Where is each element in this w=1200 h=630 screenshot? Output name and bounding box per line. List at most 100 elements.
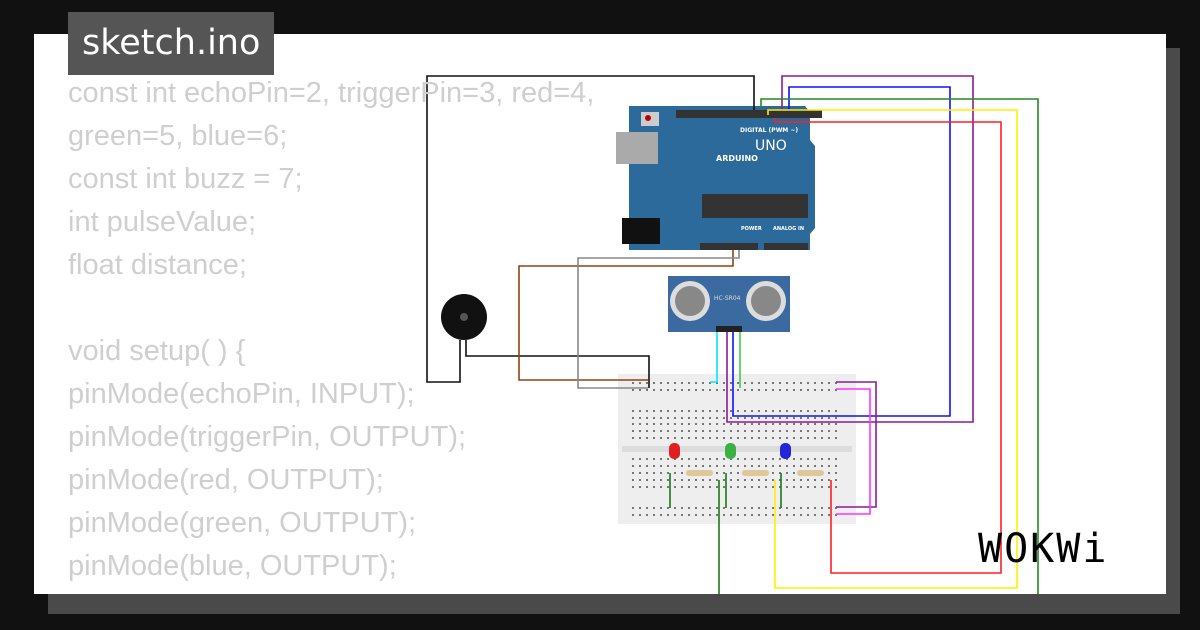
breadboard-hole [828, 423, 830, 425]
breadboard-hole [667, 382, 669, 384]
breadboard-hole [639, 472, 641, 474]
breadboard-hole [772, 389, 774, 391]
breadboard-hole [758, 410, 760, 412]
breadboard-hole [674, 465, 676, 467]
breadboard-hole [807, 507, 809, 509]
breadboard-hole [646, 389, 648, 391]
breadboard-hole [660, 410, 662, 412]
breadboard-hole [835, 410, 837, 412]
breadboard-hole [737, 479, 739, 481]
breadboard-hole [744, 437, 746, 439]
breadboard-hole [765, 465, 767, 467]
breadboard-hole [674, 389, 676, 391]
breadboard-hole [730, 465, 732, 467]
breadboard-hole [632, 458, 634, 460]
breadboard-hole [744, 382, 746, 384]
breadboard-hole [632, 486, 634, 488]
breadboard-hole [681, 417, 683, 419]
breadboard-hole [814, 389, 816, 391]
breadboard-hole [751, 514, 753, 516]
breadboard-hole [758, 486, 760, 488]
breadboard-hole [772, 465, 774, 467]
breadboard-hole [765, 382, 767, 384]
breadboard-hole [814, 423, 816, 425]
breadboard-hole [737, 472, 739, 474]
code-line: pinMode(blue, OUTPUT); [68, 550, 397, 582]
breadboard-hole [758, 389, 760, 391]
breadboard-hole [737, 389, 739, 391]
breadboard-hole [716, 472, 718, 474]
breadboard-hole [702, 423, 704, 425]
sketch-title: sketch.ino [68, 12, 275, 75]
breadboard-hole [688, 486, 690, 488]
code-line: pinMode(echoPin, INPUT); [68, 378, 415, 410]
breadboard-hole [667, 389, 669, 391]
breadboard-hole [737, 437, 739, 439]
breadboard-hole [702, 389, 704, 391]
breadboard-hole [702, 514, 704, 516]
breadboard-hole [835, 458, 837, 460]
breadboard-hole [744, 430, 746, 432]
breadboard-hole [828, 507, 830, 509]
breadboard-hole [751, 437, 753, 439]
breadboard-hole [716, 507, 718, 509]
breadboard-hole [695, 507, 697, 509]
breadboard-hole [751, 382, 753, 384]
breadboard-hole [653, 382, 655, 384]
breadboard-hole [681, 389, 683, 391]
breadboard-hole [730, 430, 732, 432]
breadboard-hole [744, 507, 746, 509]
breadboard-hole [779, 472, 781, 474]
breadboard-hole [702, 507, 704, 509]
breadboard-hole [667, 472, 669, 474]
led-blue [780, 443, 791, 459]
breadboard-hole [835, 437, 837, 439]
breadboard-hole [835, 389, 837, 391]
breadboard-hole [737, 458, 739, 460]
breadboard-hole [821, 507, 823, 509]
breadboard-hole [821, 458, 823, 460]
breadboard-hole [807, 410, 809, 412]
breadboard-hole [709, 417, 711, 419]
breadboard-hole [758, 430, 760, 432]
breadboard-hole [744, 486, 746, 488]
wokwi-logo: WOKWi [978, 526, 1109, 572]
breadboard-hole [800, 465, 802, 467]
breadboard-hole [800, 437, 802, 439]
breadboard-hole [737, 417, 739, 419]
breadboard-hole [793, 389, 795, 391]
breadboard-hole [828, 465, 830, 467]
breadboard-hole [772, 507, 774, 509]
code-line: pinMode(triggerPin, OUTPUT); [68, 421, 467, 453]
breadboard-hole [835, 507, 837, 509]
breadboard-hole [786, 486, 788, 488]
breadboard-hole [772, 472, 774, 474]
breadboard-hole [709, 410, 711, 412]
breadboard-hole [660, 486, 662, 488]
breadboard-hole [800, 458, 802, 460]
breadboard-hole [639, 430, 641, 432]
breadboard-hole [674, 437, 676, 439]
breadboard-hole [695, 423, 697, 425]
breadboard-hole [709, 389, 711, 391]
breadboard-hole [828, 472, 830, 474]
breadboard-hole [681, 479, 683, 481]
breadboard-hole [688, 479, 690, 481]
breadboard-hole [632, 417, 634, 419]
breadboard-hole [807, 389, 809, 391]
breadboard-hole [674, 507, 676, 509]
breadboard-hole [695, 410, 697, 412]
breadboard-hole [667, 507, 669, 509]
breadboard-hole [765, 486, 767, 488]
breadboard-hole [723, 465, 725, 467]
breadboard-hole [695, 514, 697, 516]
breadboard-hole [765, 389, 767, 391]
breadboard-hole [751, 389, 753, 391]
breadboard-hole [653, 472, 655, 474]
breadboard-hole [653, 486, 655, 488]
breadboard-hole [660, 389, 662, 391]
breadboard-hole [772, 423, 774, 425]
breadboard-hole [821, 410, 823, 412]
breadboard-hole [730, 507, 732, 509]
breadboard-hole [730, 423, 732, 425]
